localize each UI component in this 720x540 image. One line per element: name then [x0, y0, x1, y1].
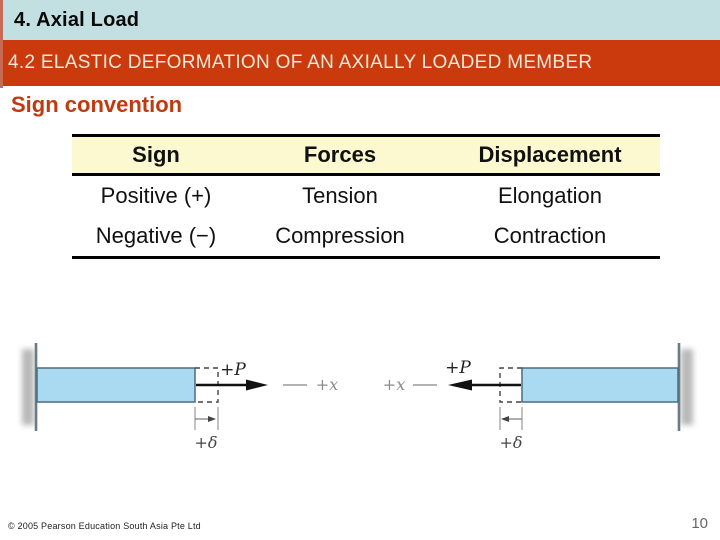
delta-arrow-head [208, 416, 216, 422]
slide-edge-accent [0, 0, 3, 88]
sign-convention-heading: Sign convention [11, 92, 183, 117]
cell-displacement-elongation: Elongation [498, 183, 602, 208]
delta-label: +δ [499, 433, 522, 452]
cell-displacement-contraction: Contraction [493, 223, 607, 248]
cell-forces-tension: Tension [302, 183, 378, 208]
delta-arrow-head [501, 416, 509, 422]
sign-convention-table: Sign Forces Displacement Positive (+) Te… [72, 134, 660, 259]
footer-copyright: © 2005 Pearson Education South Asia Pte … [8, 521, 201, 531]
force-arrow-head [448, 379, 472, 391]
cell-sign-negative: Negative (−) [95, 223, 217, 248]
figure-positive-convention-left: +P +x +δ [22, 343, 338, 452]
section-subtitle: 4.2 ELASTIC DEFORMATION OF AN AXIALLY LO… [8, 52, 593, 73]
header-cell-forces: Forces [303, 142, 377, 167]
force-arrow-head [246, 379, 268, 391]
cell-forces-compression: Compression [275, 223, 405, 248]
slide-title: 4. Axial Load [14, 8, 140, 31]
section-bar: 4.2 ELASTIC DEFORMATION OF AN AXIALLY LO… [0, 40, 720, 86]
wall-shadow [22, 349, 34, 425]
header-cell-displacement: Displacement [478, 142, 622, 167]
page-number: 10 [691, 515, 708, 532]
axis-label: +x [316, 375, 338, 394]
title-band: 4. Axial Load [0, 0, 720, 40]
force-label: +P [220, 360, 246, 380]
member-bar [36, 367, 196, 403]
member-bar [521, 367, 679, 403]
table-row: Negative (−) Compression Contraction [72, 216, 660, 256]
cell-sign-positive: Positive (+) [100, 183, 212, 208]
header-cell-sign: Sign [132, 142, 180, 167]
table-row: Positive (+) Tension Elongation [72, 176, 660, 216]
figure-positive-convention-right: +P +x +δ [383, 343, 693, 452]
axis-label: +x [383, 375, 405, 394]
table-header-row: Sign Forces Displacement [72, 137, 660, 176]
delta-label: +δ [194, 433, 217, 452]
wall-shadow [681, 349, 693, 425]
force-label: +P [445, 358, 471, 378]
